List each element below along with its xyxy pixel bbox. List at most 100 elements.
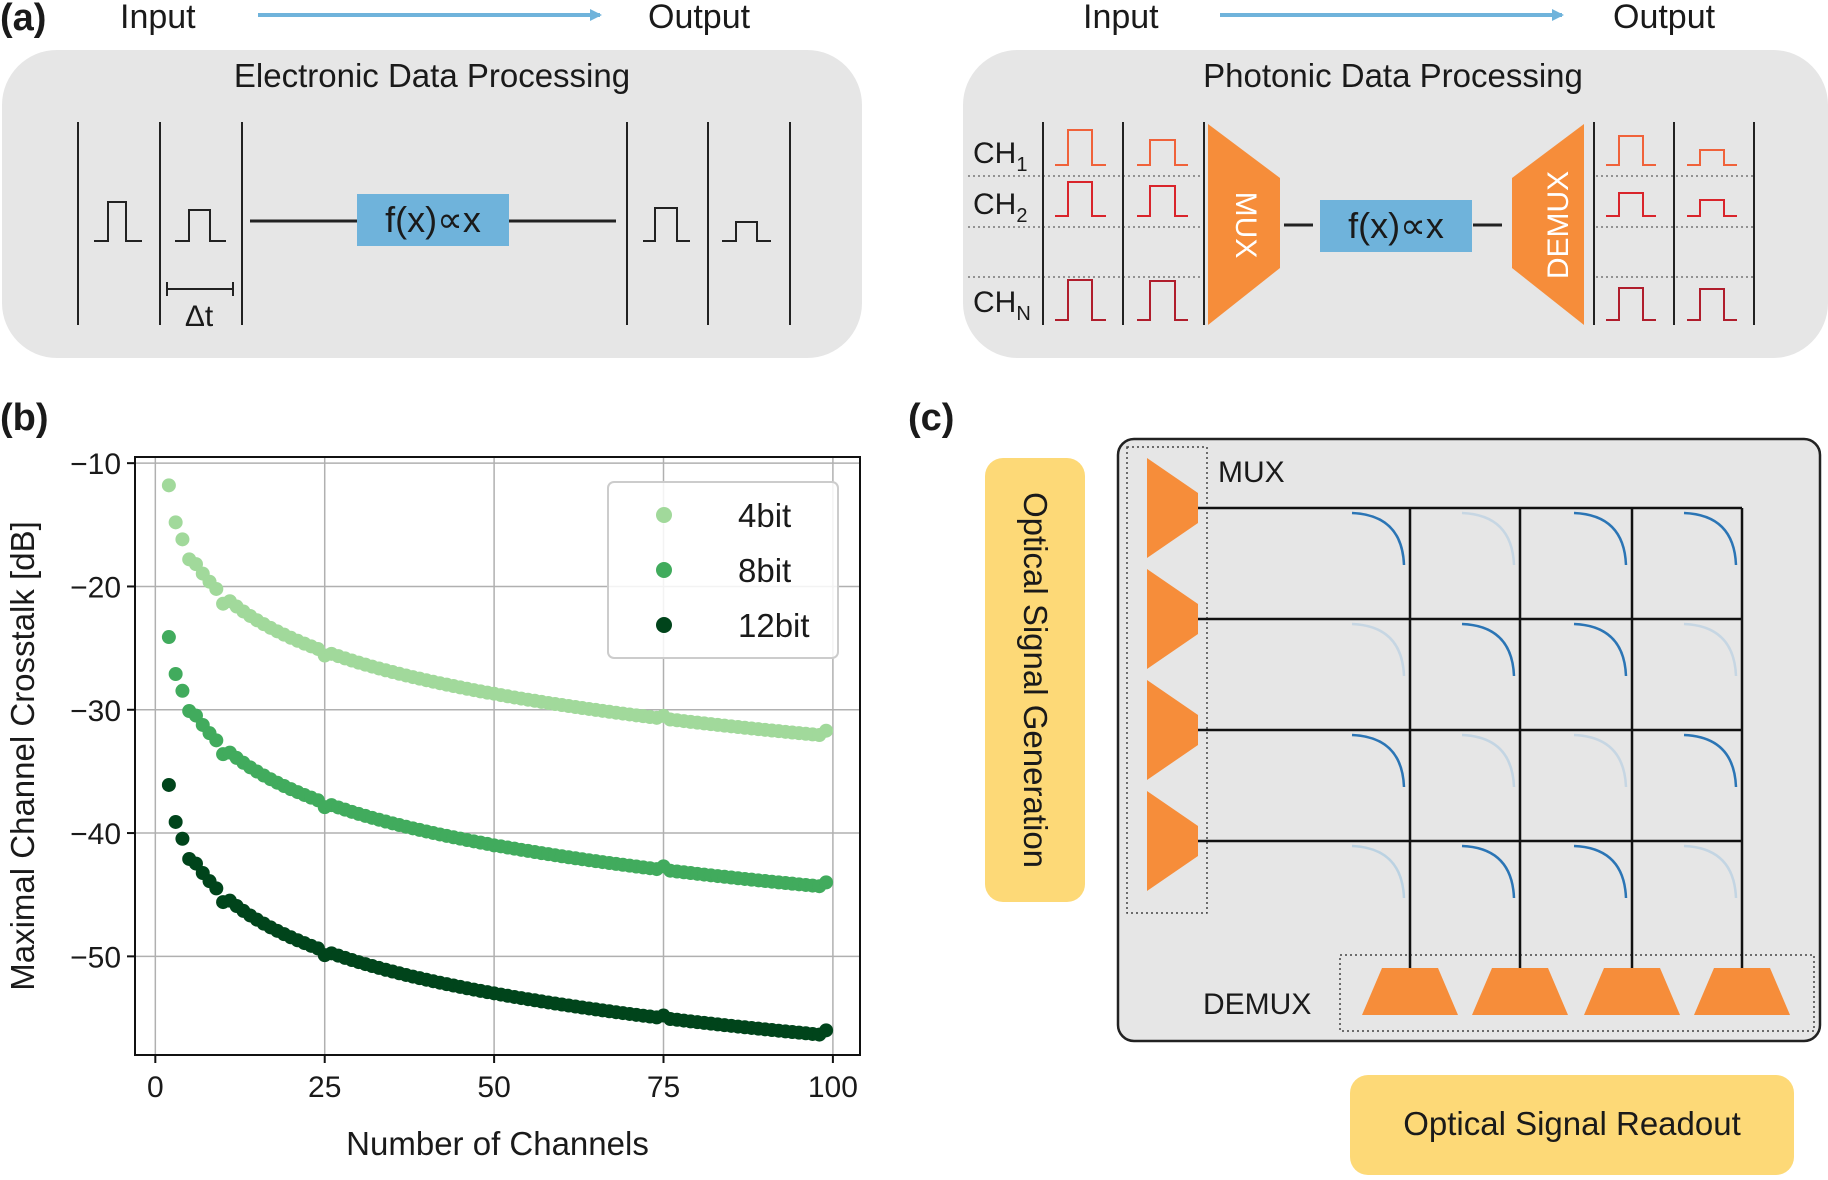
legend-label: 4bit (738, 497, 791, 534)
x-tick-label: 100 (808, 1071, 858, 1104)
photonic-demux (1512, 124, 1584, 325)
legend-marker (656, 507, 672, 523)
y-tick-label: −20 (70, 571, 121, 604)
electronic-function-box (357, 194, 509, 246)
series-12bit (161, 777, 834, 1042)
panel-c: (c) Optical Signal Generation Optical Si… (908, 397, 1822, 1175)
data-point (168, 814, 183, 829)
electronic-processing: Input Output Electronic Data Processing (2, 0, 862, 358)
photonic-processing: Input Output Photonic Data Processing CH… (963, 0, 1828, 358)
y-axis-label: Maximal Channel Crosstalk [dB] (4, 521, 41, 991)
x-tick-label: 50 (477, 1071, 510, 1104)
directional-coupler (1683, 844, 1738, 899)
legend-label: 12bit (738, 607, 810, 644)
channel-2-label: CH2 (973, 188, 1027, 227)
mux-element (1147, 680, 1198, 780)
channel-n-label: CHN (973, 286, 1031, 325)
data-point (175, 683, 190, 698)
demux-element (1472, 968, 1568, 1015)
plot-frame (134, 456, 861, 1056)
data-point (168, 667, 183, 682)
directional-coupler (1683, 511, 1738, 566)
directional-coupler (1351, 622, 1406, 677)
crossbar-mux-label: MUX (1218, 456, 1285, 489)
data-point (161, 630, 176, 645)
data-point (209, 733, 224, 748)
photonic-mux (1208, 124, 1280, 325)
electronic-separators (77, 122, 791, 325)
electronic-input-label: Input (120, 0, 196, 36)
legend-marker (656, 617, 672, 633)
y-tick-label: −50 (70, 941, 121, 974)
directional-coupler (1573, 511, 1628, 566)
directional-coupler (1461, 622, 1516, 677)
data-point (161, 777, 176, 792)
photonic-separators (1042, 122, 1755, 325)
series-8bit (161, 630, 834, 894)
optical-signal-generation-label: Optical Signal Generation (1017, 492, 1054, 868)
legend-marker (656, 562, 672, 578)
x-tick-label: 0 (147, 1071, 164, 1104)
directional-coupler (1683, 733, 1738, 788)
input-pulse-1 (94, 201, 142, 242)
x-axis-label: Number of Channels (346, 1125, 649, 1162)
electronic-output-label: Output (648, 0, 751, 36)
directional-coupler (1461, 511, 1516, 566)
y-tick-label: −40 (70, 818, 121, 851)
photonic-input-label: Input (1083, 0, 1159, 36)
legend-label: 8bit (738, 552, 791, 589)
mux-element (1147, 458, 1198, 558)
data-point (819, 875, 834, 890)
data-point (819, 723, 834, 738)
directional-coupler (1351, 511, 1406, 566)
panel-a: (a) Input Output Electronic Data Process… (0, 0, 1828, 358)
data-point (209, 881, 224, 896)
panel-a-letter: (a) (0, 0, 46, 39)
channel-1-label: CH1 (973, 137, 1027, 176)
electronic-pulses (94, 201, 771, 242)
data-point (819, 1023, 834, 1038)
directional-coupler (1351, 733, 1406, 788)
photonic-output-label: Output (1613, 0, 1716, 36)
photonic-function-label: f(x)∝x (1348, 205, 1444, 246)
output-pulse-1 (643, 207, 690, 242)
directional-coupler (1461, 844, 1516, 899)
output-pulse-2 (722, 221, 771, 242)
x-tick-label: 25 (308, 1071, 341, 1104)
data-point (175, 831, 190, 846)
photonic-pulses (1055, 129, 1737, 321)
photonic-mux-label: MUX (1229, 192, 1262, 259)
input-pulse-2 (175, 209, 226, 242)
mux-element (1147, 569, 1198, 669)
y-tick-label: −30 (70, 695, 121, 728)
demux-element (1362, 968, 1458, 1015)
mux-element (1147, 791, 1198, 891)
panel-c-letter: (c) (908, 397, 954, 439)
legend: 4bit 8bit 12bit (607, 481, 839, 659)
directional-coupler (1683, 622, 1738, 677)
panel-b-letter: (b) (0, 397, 49, 439)
optical-signal-generation-box (985, 458, 1085, 902)
demux-group-outline (1339, 954, 1815, 1032)
electronic-title: Electronic Data Processing (234, 57, 630, 94)
optical-signal-readout-box (1350, 1075, 1794, 1175)
electronic-function-label: f(x)∝x (385, 199, 481, 240)
y-tick-label: −10 (70, 448, 121, 481)
data-point (175, 532, 190, 547)
channel-dividers (968, 175, 1755, 278)
legend-box (607, 481, 839, 659)
crossbar-array (1147, 458, 1790, 1015)
photonic-function-box (1320, 200, 1472, 252)
delta-t-marker (166, 282, 234, 296)
demux-element (1694, 968, 1790, 1015)
directional-coupler (1351, 844, 1406, 899)
photonic-title: Photonic Data Processing (1203, 57, 1583, 94)
data-point (168, 515, 183, 530)
delta-t-label: Δt (185, 300, 214, 333)
series-4bit (161, 478, 834, 743)
directional-coupler (1573, 733, 1628, 788)
directional-coupler (1573, 844, 1628, 899)
